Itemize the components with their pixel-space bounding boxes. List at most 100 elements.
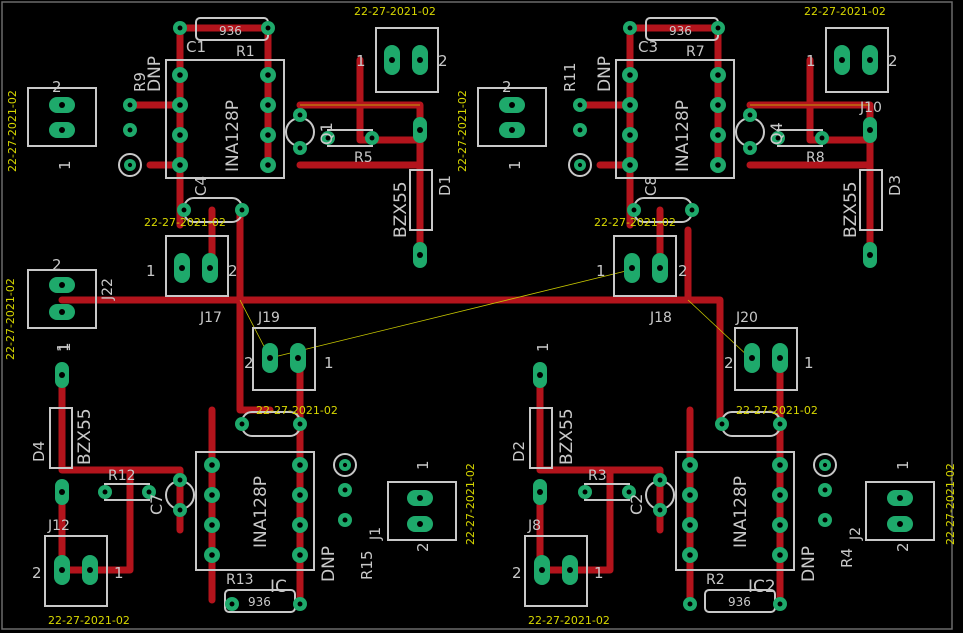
pad-hole: [389, 57, 395, 63]
pin-label: 2: [888, 52, 898, 70]
designator-r11: R11: [561, 62, 579, 92]
dnp-label: DNP: [145, 56, 165, 92]
pad-hole: [689, 207, 695, 213]
resistor-value: 936: [669, 24, 692, 38]
date-code: 22-27-2021-02: [736, 404, 818, 417]
designator-c1: C1: [186, 38, 206, 56]
pad-hole: [687, 462, 693, 468]
pad-hole: [577, 127, 583, 133]
pin-label: 2: [32, 564, 42, 582]
pad-hole: [567, 567, 573, 573]
designator-c4: C4: [192, 176, 210, 196]
designator-j17: J17: [199, 310, 222, 326]
pad-hole: [777, 421, 783, 427]
designator-ic2: IC2: [748, 577, 776, 597]
pad-hole: [209, 492, 215, 498]
date-code: 22-27-2021-02: [944, 463, 957, 545]
pad-hole: [209, 462, 215, 468]
designator-r7: R7: [686, 44, 705, 60]
pad-hole: [265, 25, 271, 31]
pad-hole: [265, 132, 271, 138]
pad-hole: [777, 601, 783, 607]
pin-label: 1: [56, 160, 74, 170]
pin-label: 2: [52, 78, 62, 96]
pad-hole: [539, 567, 545, 573]
date-code: 22-27-2021-02: [594, 216, 676, 229]
pad-hole: [59, 282, 65, 288]
pad-hole: [297, 421, 303, 427]
pad-hole: [229, 601, 235, 607]
pad-hole: [822, 462, 828, 468]
pad-hole: [59, 567, 65, 573]
pin-label: 2: [512, 564, 522, 582]
pad-hole: [297, 145, 303, 151]
dnp-label: DNP: [319, 546, 339, 582]
pad-hole: [657, 507, 663, 513]
pad-hole: [629, 265, 635, 271]
pad-hole: [417, 127, 423, 133]
designator-j19: J19: [257, 310, 280, 326]
ic-value: INA128P: [731, 476, 751, 548]
pad-hole: [777, 462, 783, 468]
designator-r4: R4: [838, 548, 856, 568]
pad-hole: [177, 507, 183, 513]
pin-label: 1: [594, 564, 604, 582]
pin-label: 1: [146, 262, 156, 280]
pad-hole: [626, 489, 632, 495]
pad-hole: [267, 355, 273, 361]
pad-hole: [777, 522, 783, 528]
pad-hole: [265, 162, 271, 168]
pad-hole: [59, 127, 65, 133]
pad-hole: [177, 102, 183, 108]
pad-hole: [265, 102, 271, 108]
zener-value: BZX55: [841, 181, 861, 238]
pin-label: 1: [54, 342, 72, 352]
pad-hole: [715, 72, 721, 78]
designator-q4: Q4: [767, 122, 786, 145]
date-code: 22-27-2021-02: [6, 90, 19, 172]
pin-label: 2: [228, 262, 238, 280]
resistor-value: 936: [248, 595, 271, 609]
pad-hole: [867, 57, 873, 63]
pad-hole: [127, 102, 133, 108]
pad-hole: [297, 112, 303, 118]
pad-hole: [747, 112, 753, 118]
designator-r9: R9: [131, 72, 149, 92]
designator-c8: C8: [642, 176, 660, 196]
pad-hole: [687, 492, 693, 498]
dnp-label: DNP: [799, 546, 819, 582]
designator-r1: R1: [236, 44, 255, 60]
pad-hole: [867, 127, 873, 133]
text-labels: 22-27-2021-02 22-27-2021-02 22-27-2021-0…: [4, 5, 957, 627]
pad-hole: [715, 132, 721, 138]
designator-j2: J2: [848, 527, 864, 541]
designator-j12: J12: [47, 518, 70, 534]
pad-hole: [295, 355, 301, 361]
date-code: 22-27-2021-02: [144, 216, 226, 229]
pad-hole: [146, 489, 152, 495]
pad-hole: [209, 552, 215, 558]
pad-hole: [777, 492, 783, 498]
designator-c2: C2: [627, 494, 646, 515]
designator-r2: R2: [706, 572, 725, 588]
designator-c3: C3: [638, 38, 658, 56]
pin-label: 1: [534, 342, 552, 352]
designator-c7: C7: [147, 494, 166, 515]
date-code: 22-27-2021-02: [528, 614, 610, 627]
date-code: 22-27-2021-02: [4, 278, 17, 360]
pad-hole: [127, 127, 133, 133]
pad-hole: [177, 132, 183, 138]
dnp-label: DNP: [595, 56, 615, 92]
ic-value: INA128P: [673, 100, 693, 172]
pad-hole: [417, 57, 423, 63]
designator-j1: J1: [368, 527, 384, 541]
pad-hole: [59, 309, 65, 315]
pin-label: 2: [502, 78, 512, 96]
pad-hole: [239, 421, 245, 427]
pad-hole: [417, 495, 423, 501]
pin-label: 1: [114, 564, 124, 582]
pad-hole: [822, 487, 828, 493]
pad-hole: [509, 127, 515, 133]
pin-label: 2: [244, 354, 254, 372]
